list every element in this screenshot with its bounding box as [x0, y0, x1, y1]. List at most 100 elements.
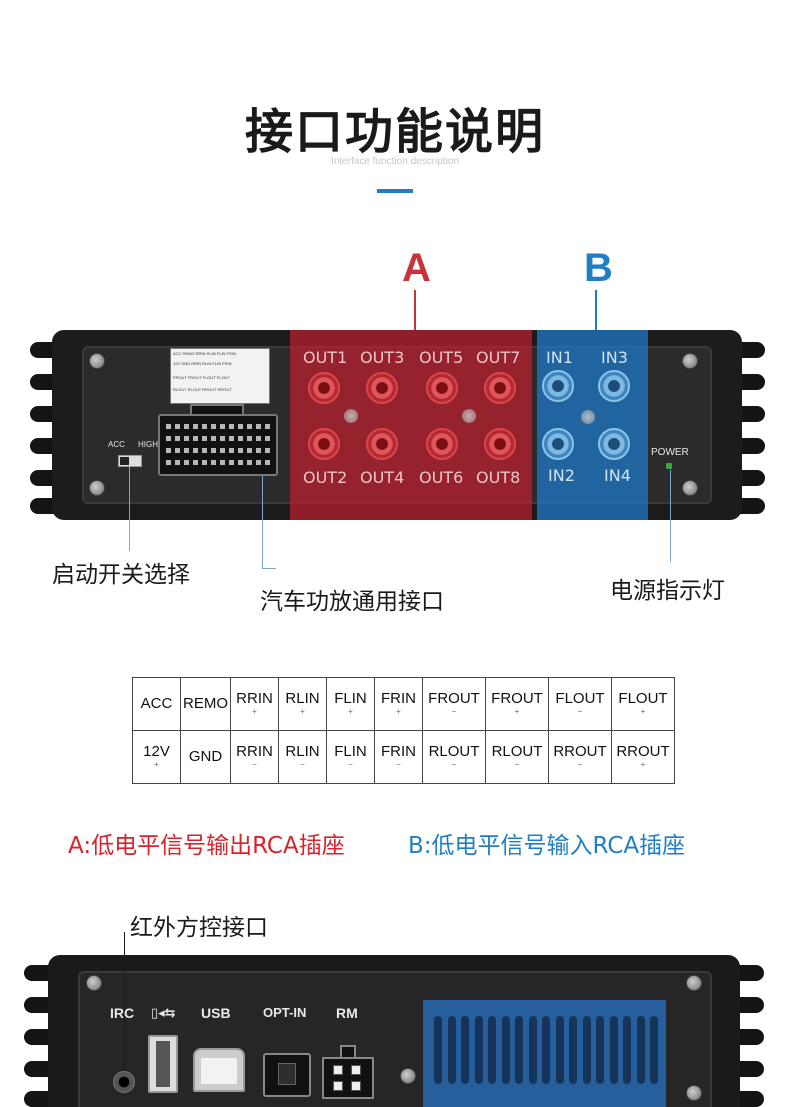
pin-polarity: + — [514, 706, 520, 716]
connector-pin — [211, 436, 216, 441]
power-led-callout: 电源指示灯 — [610, 578, 725, 604]
connector-pin — [247, 436, 252, 441]
connector-pin — [202, 460, 207, 465]
screw-icon — [581, 410, 595, 424]
output-label: OUT8 — [476, 468, 521, 487]
screw-icon — [344, 409, 358, 423]
connector-pin — [265, 424, 270, 429]
pin-polarity: + — [396, 706, 401, 716]
connector-pin — [193, 460, 198, 465]
rca-output-jack[interactable] — [366, 428, 398, 460]
page-subtitle: Interface function description — [331, 156, 459, 167]
connector-pin — [247, 460, 252, 465]
connector-pin — [166, 448, 171, 453]
table-cell: FRIN+ — [374, 677, 423, 731]
rca-output-jack[interactable] — [426, 428, 458, 460]
connector-pin — [220, 424, 225, 429]
irc-jack[interactable] — [113, 1071, 135, 1093]
vent-slot — [501, 1016, 510, 1084]
power-led-icon — [666, 463, 672, 469]
connector-pin — [193, 424, 198, 429]
connector-pin — [202, 436, 207, 441]
vent-slot — [596, 1016, 604, 1084]
connector-pin — [211, 424, 216, 429]
pin-legend-sticker: ACC REMO RRIN RLIN FLIN FRIN 12V GND RRI… — [170, 348, 270, 404]
pin-polarity: + — [640, 759, 646, 769]
rm-pin — [333, 1081, 343, 1091]
connector-pin — [220, 460, 225, 465]
rca-input-jack[interactable] — [598, 370, 630, 402]
connector-pin — [202, 424, 207, 429]
zone-b-input-rca — [537, 330, 648, 520]
rca-input-jack[interactable] — [542, 370, 574, 402]
rm-pin — [333, 1065, 343, 1075]
connector-pin — [166, 436, 171, 441]
table-cell: FROUT− — [422, 677, 486, 731]
table-cell: 12V+ — [132, 730, 181, 784]
zone-b-pointer — [595, 290, 597, 330]
pin-name: FROUT — [428, 690, 480, 708]
vent-slot — [623, 1016, 631, 1084]
connector-pin — [184, 436, 189, 441]
output-label: OUT3 — [360, 348, 405, 367]
callout-line-connector-h — [262, 568, 276, 569]
pin-polarity: − — [252, 759, 257, 769]
connector-pin — [265, 448, 270, 453]
switch-knob — [120, 457, 129, 465]
rm-port[interactable] — [322, 1057, 374, 1099]
vent-slot — [650, 1016, 658, 1084]
connector-pin — [238, 436, 243, 441]
connector-pin — [229, 424, 234, 429]
pin-polarity: − — [514, 759, 520, 769]
rca-output-jack[interactable] — [366, 372, 398, 404]
table-cell: RLIN− — [278, 730, 327, 784]
pin-polarity: − — [451, 759, 457, 769]
connector-pin — [202, 448, 207, 453]
vent-slot — [461, 1016, 469, 1084]
switch-high-label: HIGH — [138, 440, 158, 449]
connector-pin — [175, 448, 180, 453]
screw-icon — [89, 480, 105, 496]
zone-b-label: B — [584, 246, 613, 290]
vent-slot — [528, 1016, 537, 1084]
pin-polarity: + — [300, 706, 305, 716]
table-cell: FLOUT− — [548, 677, 612, 731]
pin-polarity: + — [252, 706, 257, 716]
pin-name: FLOUT — [555, 690, 605, 708]
connector-pin — [238, 460, 243, 465]
pin-polarity: − — [451, 706, 457, 716]
switch-acc-label: ACC — [108, 440, 125, 449]
table-cell: RLIN+ — [278, 677, 327, 731]
power-label: POWER — [651, 447, 689, 458]
page-title: 接口功能说明 — [244, 104, 545, 160]
vent-slot — [542, 1016, 550, 1084]
table-cell: RLOUT− — [422, 730, 486, 784]
rca-output-jack[interactable] — [308, 428, 340, 460]
vent-slot — [636, 1016, 645, 1084]
connector-pin — [247, 424, 252, 429]
rca-output-jack[interactable] — [426, 372, 458, 404]
rm-pin — [351, 1065, 361, 1075]
pin-polarity: + — [154, 759, 159, 769]
rca-input-jack[interactable] — [598, 428, 630, 460]
zone-b-description: B:低电平信号输入RCA插座 — [408, 833, 686, 859]
switch-callout: 启动开关选择 — [52, 562, 190, 588]
irc-callout: 红外方控接口 — [130, 915, 268, 941]
pin-name: RROUT — [553, 743, 607, 761]
connector-pin — [184, 424, 189, 429]
connector-pin — [229, 460, 234, 465]
connector-pin — [229, 448, 234, 453]
rca-output-jack[interactable] — [484, 428, 516, 460]
pin-polarity: + — [348, 706, 353, 716]
zone-a-output-rca — [290, 330, 532, 520]
rm-port-latch — [340, 1045, 356, 1059]
rca-output-jack[interactable] — [308, 372, 340, 404]
screw-icon — [682, 353, 698, 369]
connector-pin — [238, 424, 243, 429]
rca-output-jack[interactable] — [484, 372, 516, 404]
connector-pin — [265, 460, 270, 465]
rca-input-jack[interactable] — [542, 428, 574, 460]
connector-pin — [256, 424, 261, 429]
pin-name: REMO — [183, 694, 228, 712]
